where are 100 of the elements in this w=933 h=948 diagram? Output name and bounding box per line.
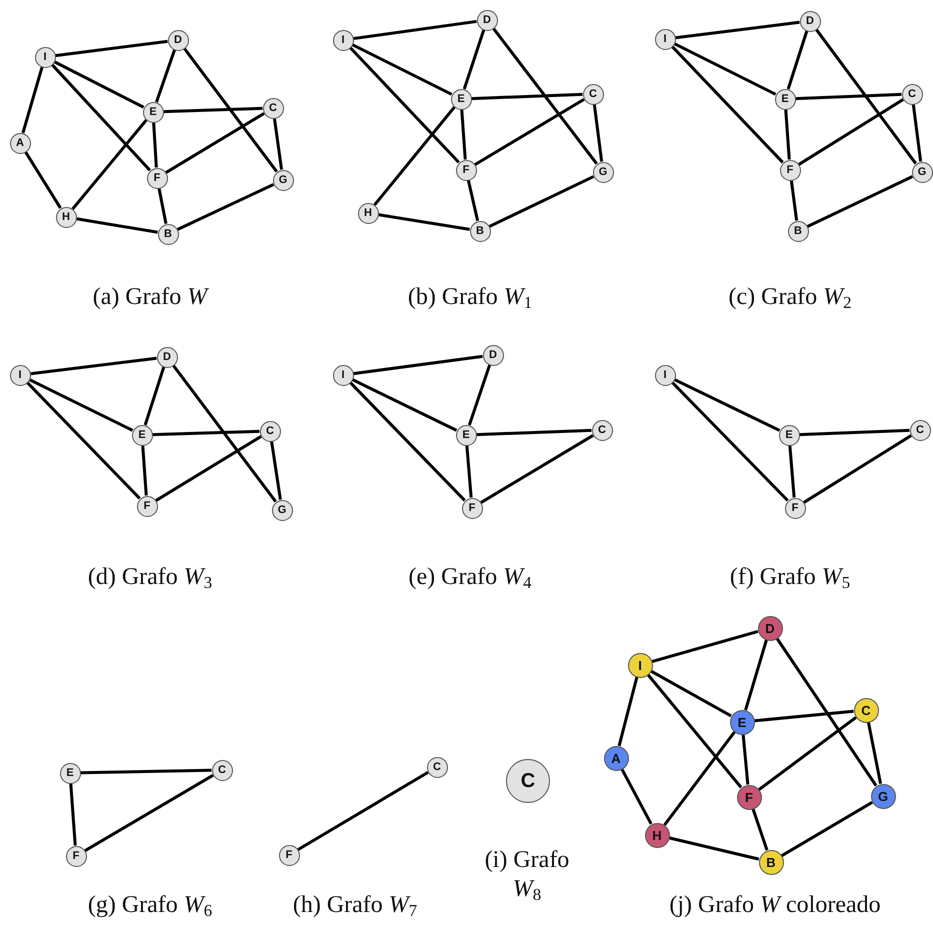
subfigure-caption: (d) Grafo W$_{3}$ [88,563,212,594]
graph-edge [165,112,265,174]
graph-edge [781,801,873,857]
vertex-circle: B [470,220,490,242]
graph-edge [468,364,492,426]
vertex-circle: H [56,206,76,228]
vertex-circle: B [158,224,178,244]
vertex-circle: E [730,710,754,734]
subfigure-caption: (f) Grafo W$_{5}$ [730,563,850,594]
graph-edge [646,674,742,788]
vertex-circle: F [784,498,806,518]
graph-edge [155,435,262,502]
graph-edge [163,106,263,114]
vertex-circle: C [506,759,550,803]
vertex-circle: C [582,84,604,104]
graph-edge [460,109,467,160]
vertex-circle: I [34,46,56,68]
vertex-circle: E [778,424,800,446]
graph-edge [144,366,166,426]
vertex-circle: D [482,344,504,366]
graph-edge [650,670,732,718]
graph-edge [788,445,796,498]
vertex-circle: D [758,616,782,640]
graph-edge [373,106,456,206]
vertex-circle: F [456,160,476,180]
graph-edge [618,676,638,746]
vertex-circle: H [644,822,670,848]
vertex-circle: A [604,746,628,770]
graph-edge [378,213,470,231]
vertex-circle: C [426,756,448,778]
vertex-circle: B [758,850,784,874]
graph-edge [476,428,592,436]
graph-edge [465,445,473,498]
graph-edge [141,445,148,496]
vertex-circle: C [902,84,922,104]
graph-edge [799,428,910,436]
graph-edge [155,49,176,103]
subfigure-caption: (g) Grafo W$_{6}$ [88,891,212,922]
graph-edge [492,27,598,165]
vertex-circle: D [800,10,820,32]
vertex-circle: I [654,28,676,50]
subfigure-caption: (j) Grafo W coloreado [669,891,881,920]
graph-edge [30,356,157,376]
graph-edge [744,640,768,710]
subfigure-caption: (e) Grafo W$_{4}$ [408,563,532,594]
graph-edge [742,734,750,785]
graph-edge [663,731,736,826]
graph-edge [353,354,483,376]
vertex-circle: C [260,420,280,442]
graph-edge [790,180,798,221]
graph-edge [152,430,260,436]
graph-edge [471,92,583,100]
graph-edge [795,92,902,100]
graph-edge [51,64,151,172]
graph-edge [352,43,452,96]
vertex-circle: E [142,102,164,122]
graph-edge [21,66,44,134]
graph-edge [183,48,278,172]
vertex-circle: F [780,160,800,180]
graph-edge [54,60,144,109]
graph-edge [270,441,282,500]
graph-edge [866,722,882,784]
graph-edge [652,630,758,664]
graph-edge [776,638,878,786]
subfigure-caption: (i) Grafo W$_{8}$ [484,846,570,906]
vertex-circle: D [476,10,498,30]
vertex-circle: E [60,762,80,784]
vertex-circle: C [212,760,232,780]
graph-edge [806,175,914,228]
graph-edge [349,46,460,164]
vertex-circle: F [136,496,158,516]
vertex-circle: F [736,784,762,810]
subfigure-caption: (a) Grafo W [92,283,208,312]
vertex-circle: G [272,170,294,190]
graph-edge [803,434,912,504]
graph-edge [671,46,784,164]
vertex-circle: G [272,500,292,520]
graph-edge [352,378,458,432]
graph-edge [674,42,776,96]
graph-edge [671,381,789,502]
graph-edge [80,768,212,774]
vertex-circle: C [262,98,284,118]
vertex-circle: E [132,424,152,446]
graph-edge [480,434,594,504]
vertex-circle: E [774,88,796,110]
vertex-circle: G [870,784,896,808]
vertex-circle: H [358,202,378,224]
vertex-circle: F [278,844,300,866]
graph-edge [28,378,134,432]
graph-edge [474,98,585,166]
graph-edge [668,836,760,861]
graph-edge [152,122,158,168]
subfigure-caption: (h) Grafo W$_{7}$ [292,891,418,922]
vertex-circle: E [450,88,472,110]
graph-edge [72,119,148,210]
graph-edge [158,188,168,224]
graph-edge [752,808,768,851]
graph-edge [297,771,429,851]
graph-edge [176,183,274,231]
graph-edge [488,175,594,228]
